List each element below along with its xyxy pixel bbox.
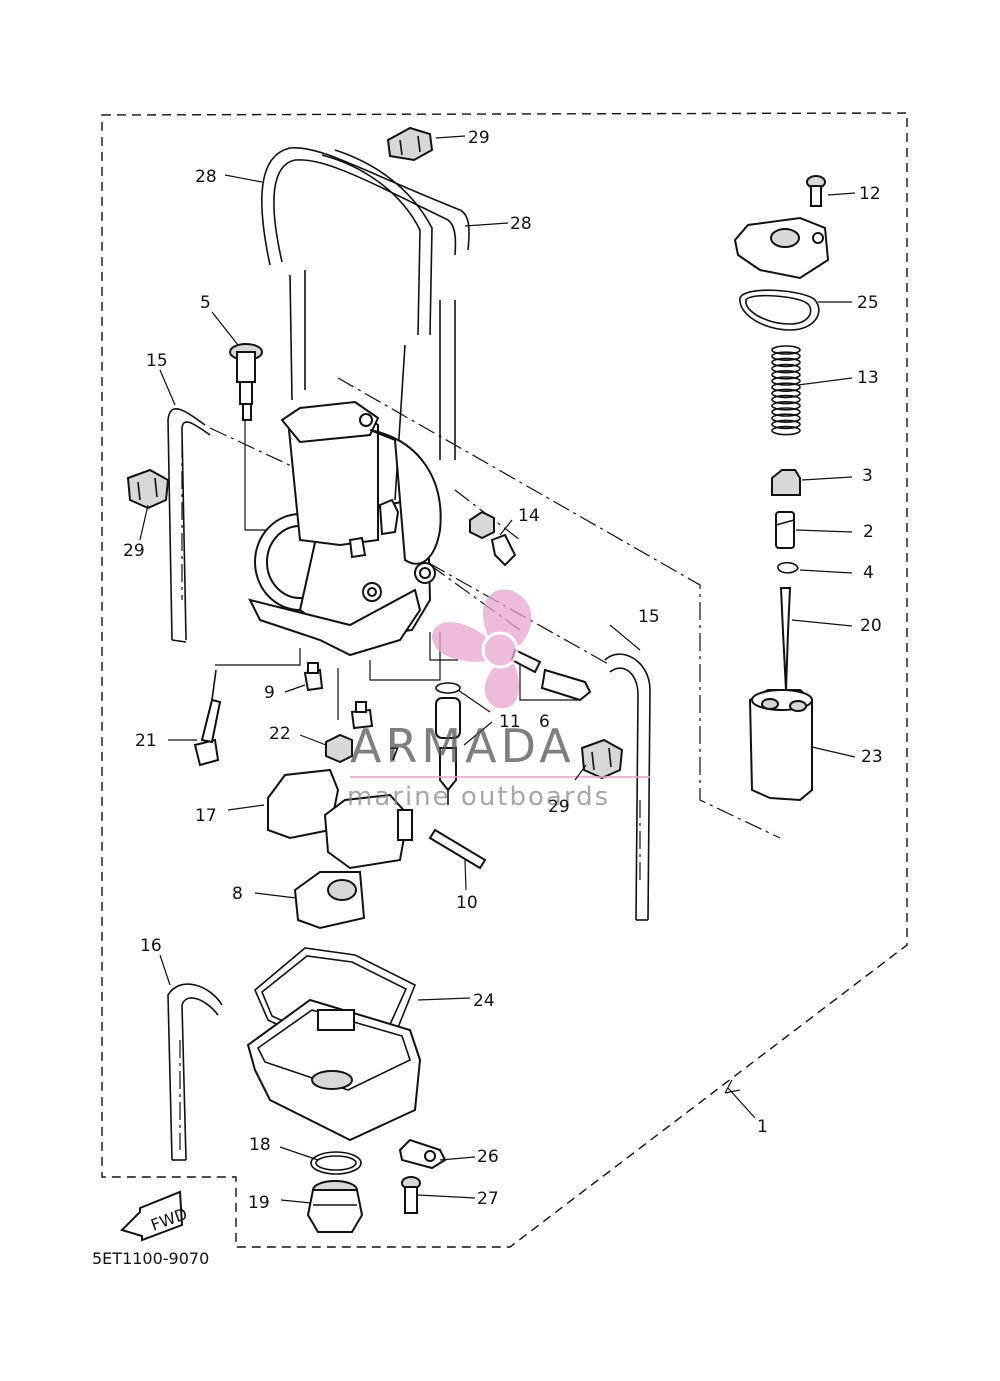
spring-coil <box>771 357 801 368</box>
spring-13 <box>771 345 801 436</box>
label-25: 25 <box>857 293 879 313</box>
assembly-boundary <box>101 112 908 1248</box>
jet-needle-20 <box>779 587 792 691</box>
label-28-left: 28 <box>195 167 217 187</box>
label-26: 26 <box>477 1147 499 1167</box>
gasket-25 <box>739 289 820 331</box>
label-29-left: 29 <box>123 541 145 561</box>
spring-coil <box>771 382 801 393</box>
label-6: 6 <box>539 712 550 732</box>
label-14: 14 <box>518 506 540 526</box>
top-cover <box>733 216 830 280</box>
watermark-brand: ARMADA <box>350 719 575 773</box>
hose-clip-29-right <box>580 738 624 780</box>
label-13: 13 <box>857 368 879 388</box>
label-29-top: 29 <box>468 128 490 148</box>
hose-15-left <box>167 408 211 643</box>
nut-screw-14 <box>469 510 517 567</box>
label-21: 21 <box>135 731 157 751</box>
propeller-logo-icon <box>432 589 532 709</box>
baffle-8 <box>293 871 366 930</box>
spring-coil <box>771 400 801 411</box>
label-5: 5 <box>200 293 211 313</box>
screw-9 <box>303 662 324 692</box>
hose-28-left <box>261 146 470 501</box>
spring-coil <box>771 363 801 374</box>
clip-4 <box>777 561 799 574</box>
spring-coil <box>771 419 801 430</box>
starter-plunger-5 <box>229 343 263 421</box>
float-pin-10 <box>428 828 487 870</box>
plate-26 <box>398 1138 447 1170</box>
holder-2 <box>775 511 795 549</box>
label-24: 24 <box>473 991 495 1011</box>
cap-3 <box>771 469 801 496</box>
spring-coil <box>771 407 801 417</box>
label-15-right: 15 <box>638 607 660 627</box>
label-16: 16 <box>140 936 162 956</box>
carburetor-body <box>248 400 442 657</box>
label-7: 7 <box>389 745 400 765</box>
leader-lines <box>139 135 856 1204</box>
label-10: 10 <box>456 893 478 913</box>
label-20: 20 <box>860 616 882 636</box>
jets-11 <box>429 632 493 805</box>
label-22: 22 <box>269 724 291 744</box>
spring-coil <box>771 345 801 355</box>
spring-coil <box>771 351 801 362</box>
throttle-stop-screw-21 <box>193 669 222 767</box>
screw-12 <box>806 175 826 207</box>
throttle-valve-23 <box>748 689 813 802</box>
label-9: 9 <box>264 683 275 703</box>
screw-7 <box>350 701 374 730</box>
spring-coil <box>771 425 801 436</box>
floats-17 <box>267 768 413 870</box>
hose-clip-29-left <box>126 468 170 510</box>
spring-coil <box>771 413 801 424</box>
label-15-left: 15 <box>146 351 168 371</box>
label-8: 8 <box>232 884 243 904</box>
label-3: 3 <box>862 466 873 486</box>
label-17: 17 <box>195 806 217 826</box>
spring-coil <box>771 376 801 386</box>
label-19: 19 <box>248 1193 270 1213</box>
label-1: 1 <box>757 1117 768 1137</box>
spring-coil <box>771 394 801 405</box>
spring-coil <box>771 388 801 399</box>
screw-27 <box>401 1176 421 1214</box>
hose-16 <box>167 983 223 1161</box>
drain-plug-19 <box>306 1180 364 1233</box>
alignment-lines <box>179 377 781 1150</box>
label-27: 27 <box>477 1189 499 1209</box>
hose-clip-29-top <box>386 126 434 162</box>
watermark-tagline: marine outboards <box>347 782 610 812</box>
label-4: 4 <box>863 563 874 583</box>
label-11: 11 <box>499 712 521 732</box>
label-23: 23 <box>861 747 883 767</box>
watermark: ARMADA marine outboards <box>347 589 650 812</box>
spring-coil <box>771 369 801 380</box>
part-labels: 1 2 3 4 5 6 7 8 9 10 11 12 13 14 15 15 1… <box>123 128 883 1213</box>
label-2: 2 <box>863 522 874 542</box>
float-bowl <box>246 998 422 1142</box>
label-12: 12 <box>859 184 881 204</box>
diagram-code: 5ET1100-9070 <box>92 1249 209 1268</box>
hose-15-right <box>604 653 651 921</box>
pilot-air-screw-6 <box>510 648 592 702</box>
label-29-right: 29 <box>548 797 570 817</box>
fwd-arrow: FWD <box>120 1190 190 1242</box>
label-28-right: 28 <box>510 214 532 234</box>
nut-22 <box>325 733 353 764</box>
label-18: 18 <box>249 1135 271 1155</box>
o-ring-18 <box>310 1151 362 1175</box>
